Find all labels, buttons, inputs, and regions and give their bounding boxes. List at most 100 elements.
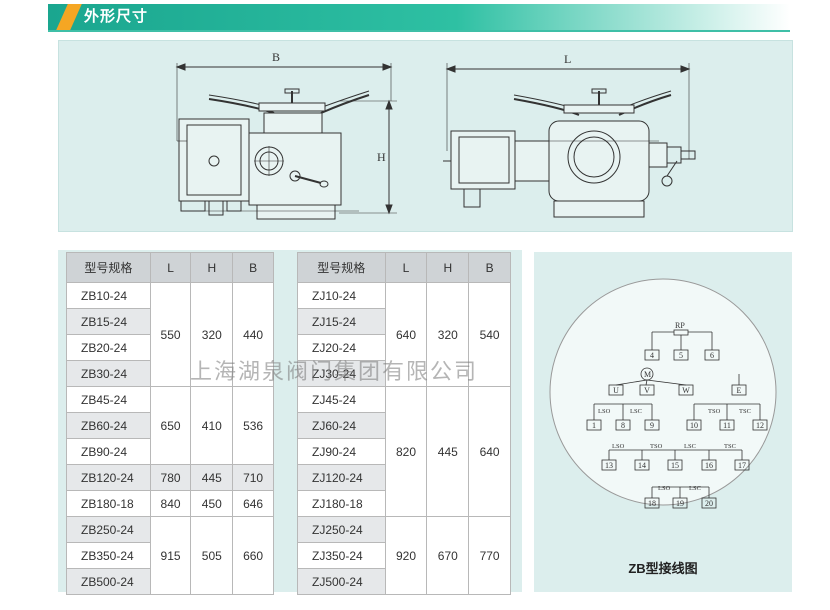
zj-g3-b: 770 [468, 516, 511, 595]
watermark: 上海湖泉阀门集团有限公司 [190, 359, 479, 384]
switch-label: LSO [598, 408, 611, 415]
zj-g3-l: 920 [384, 516, 428, 595]
table-row: ZB90-24 [66, 438, 151, 465]
terminal-label: 13 [605, 461, 613, 470]
header-b: B [232, 252, 274, 283]
zj-g2-h: 445 [426, 386, 470, 517]
zj-g2-b: 640 [468, 386, 511, 517]
terminal-label: 1 [592, 421, 596, 430]
zb-g3-l: 780 [149, 464, 192, 491]
table-row: ZB10-24 [66, 282, 151, 309]
zb-g4-h: 450 [190, 490, 234, 517]
rp-label: RP [675, 321, 685, 330]
table-row: ZB500-24 [66, 568, 151, 595]
header-b: B [468, 252, 511, 283]
table-header-row: 型号规格 L H B [66, 252, 274, 283]
label-b: B [272, 50, 280, 64]
switch-label: LSC [630, 408, 642, 415]
zj-g3-h: 670 [426, 516, 470, 595]
terminal-label: 19 [676, 499, 684, 508]
actuator-side-view [175, 63, 397, 220]
table-row: ZJ30-24 [297, 360, 386, 387]
label-l: L [564, 52, 571, 66]
zb-g3-h: 445 [190, 464, 234, 491]
terminal-label: 9 [650, 421, 654, 430]
terminal-label: 12 [756, 421, 764, 430]
dimension-drawing-panel: B H L [58, 40, 793, 232]
zb-g1-h: 320 [190, 282, 234, 387]
zb-g5-h: 505 [190, 516, 234, 595]
zb-g2-l: 650 [149, 386, 192, 465]
section-header: 外形尺寸 [0, 0, 830, 36]
zj-dimension-table: 型号规格 L H B ZJ10-24 640 320 540 ZJ15-24 Z… [297, 252, 511, 595]
wiring-caption: ZB型接线图 [628, 561, 698, 576]
table-row: ZJ60-24 [297, 412, 386, 439]
table-header-row: 型号规格 L H B [297, 252, 511, 283]
terminal-label: 18 [648, 499, 656, 508]
table-row: ZJ10-24 [297, 282, 386, 309]
switch-label: LSO [612, 443, 625, 450]
header-h: H [190, 252, 234, 283]
table-row: ZB180-18 [66, 490, 151, 517]
switch-label: TSO [708, 408, 721, 415]
table-row: ZB20-24 [66, 334, 151, 361]
actuator-dimension-drawings: B H L [175, 50, 696, 220]
switch-label: LSC [684, 443, 696, 450]
zb-g5-l: 915 [149, 516, 192, 595]
zb-g4-l: 840 [149, 490, 192, 517]
terminal-label: 16 [705, 461, 713, 470]
table-row: ZB120-24 [66, 464, 151, 491]
table-row: ZJ350-24 [297, 542, 386, 569]
table-row: ZJ45-24 [297, 386, 386, 413]
zj-g1-l: 640 [384, 282, 428, 387]
motor-label: M [644, 370, 651, 379]
table-row: ZB30-24 [66, 360, 151, 387]
section-title: 外形尺寸 [84, 8, 149, 25]
zb-g2-h: 410 [190, 386, 234, 465]
zb-g5-b: 660 [232, 516, 274, 595]
terminal-label: 11 [723, 421, 731, 430]
header-l: L [149, 252, 192, 283]
table-row: ZB250-24 [66, 516, 151, 543]
header-l: L [384, 252, 428, 283]
zb-g3-b: 710 [232, 464, 274, 491]
table-row: ZJ90-24 [297, 438, 386, 465]
table-row: ZJ250-24 [297, 516, 386, 543]
label-h: H [377, 150, 386, 164]
header-underline [48, 30, 790, 32]
terminal-label: 14 [638, 461, 646, 470]
terminal-label: W [682, 386, 690, 395]
table-row: ZB60-24 [66, 412, 151, 439]
switch-label: LSO [658, 485, 671, 492]
table-row: ZJ120-24 [297, 464, 386, 491]
table-row: ZJ15-24 [297, 308, 386, 335]
terminal-label: V [644, 386, 650, 395]
switch-label: TSC [739, 408, 751, 415]
switch-label: TSO [650, 443, 663, 450]
table-row: ZB45-24 [66, 386, 151, 413]
zb-g2-b: 536 [232, 386, 274, 465]
switch-label: TSC [724, 443, 736, 450]
actuator-front-view [443, 63, 696, 218]
zb-dimension-table: 型号规格 L H B ZB10-24 550 320 440 ZB15-24 Z… [66, 252, 274, 595]
header-bar [48, 4, 790, 30]
zj-g2-l: 820 [384, 386, 428, 517]
header-h: H [426, 252, 470, 283]
zb-g1-l: 550 [149, 282, 192, 387]
terminal-label: E [737, 386, 742, 395]
terminal-label: 17 [738, 461, 746, 470]
wiring-diagram: RP M 4 5 6 U V W E 1 8 9 10 11 12 13 14 … [549, 278, 777, 509]
switch-label: LSC [689, 485, 701, 492]
wiring-diagram-panel: RP M 4 5 6 U V W E 1 8 9 10 11 12 13 14 … [534, 252, 792, 592]
terminal-label: 4 [650, 351, 654, 360]
table-row: ZJ180-18 [297, 490, 386, 517]
table-row: ZB350-24 [66, 542, 151, 569]
terminal-label: 8 [621, 421, 625, 430]
header-model: 型号规格 [66, 252, 151, 283]
terminal-label: 10 [690, 421, 698, 430]
table-row: ZB15-24 [66, 308, 151, 335]
terminal-label: U [613, 386, 619, 395]
header-model: 型号规格 [297, 252, 386, 283]
terminal-label: 5 [679, 351, 683, 360]
terminal-label: 15 [671, 461, 679, 470]
